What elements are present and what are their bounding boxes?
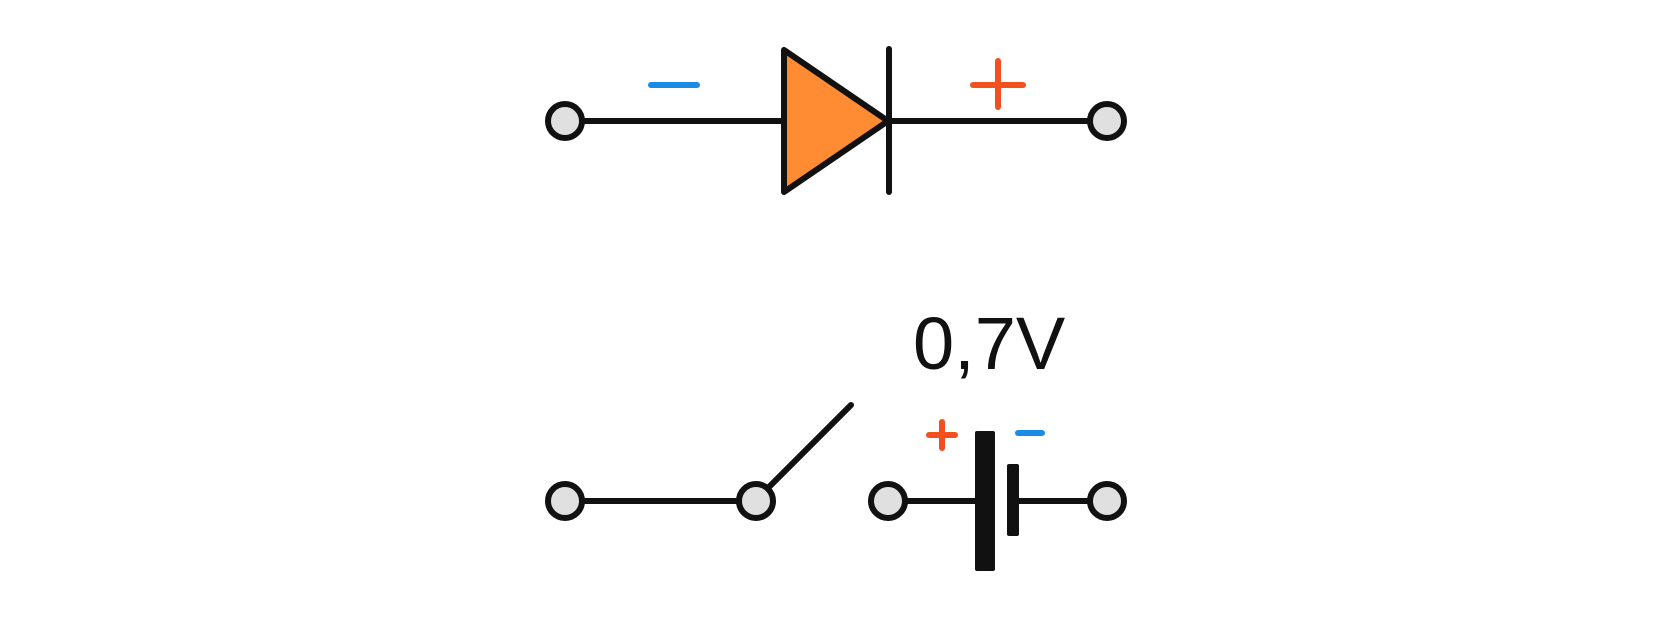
- diode-circuit: [545, 46, 1127, 195]
- diode-triangle: [781, 47, 891, 195]
- battery-plus-sign: [926, 419, 958, 451]
- model-left-terminal: [545, 481, 585, 521]
- diode-plus-sign: [970, 58, 1026, 110]
- voltage-label: 0,7V: [913, 302, 1066, 385]
- switch-pivot-terminal: [736, 481, 776, 521]
- diode-equivalent-model: 0,7V: [545, 302, 1127, 571]
- battery-positive-plate: [975, 431, 995, 571]
- switch-blade: [765, 402, 854, 491]
- model-right-terminal: [1087, 481, 1127, 521]
- diode-right-terminal: [1087, 101, 1127, 141]
- switch-contact-terminal: [868, 481, 908, 521]
- diode-left-terminal: [545, 101, 585, 141]
- battery-negative-plate: [1007, 464, 1019, 536]
